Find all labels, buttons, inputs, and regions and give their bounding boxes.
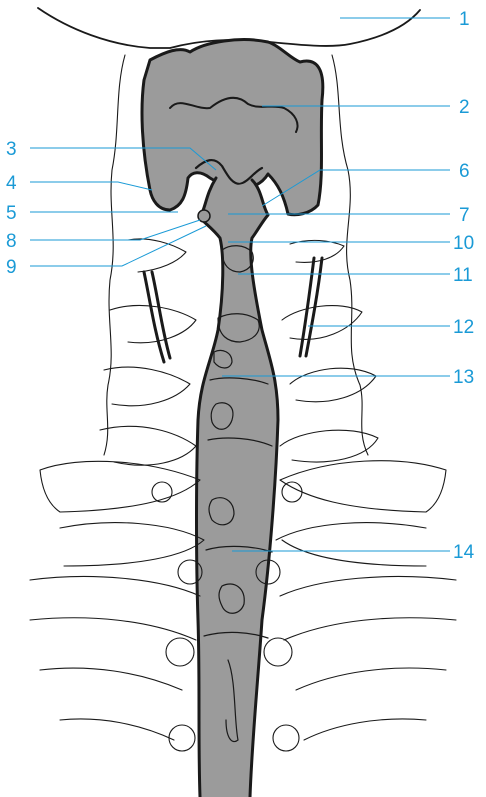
leader-line-4 [30,182,152,190]
callout-7: 7 [459,205,470,226]
callout-4: 4 [6,173,17,194]
left-rib [40,668,182,690]
callout-14: 14 [453,542,475,563]
lateral-mass-outline [100,426,196,465]
foramen-circle [166,638,194,666]
lateral-mass-outline [104,367,190,406]
callout-3: 3 [6,139,17,160]
callout-2: 2 [459,97,470,118]
neck-outline-left [104,55,125,455]
lateral-mass-outline [282,306,362,340]
right-rib [284,618,456,640]
right-rib [280,577,456,596]
right-rib [276,523,426,566]
callout-1: 1 [459,9,470,30]
foramen-circle [169,725,195,751]
left-rib [60,523,204,566]
callout-11: 11 [453,265,473,286]
leader-line-8 [30,220,200,240]
left-vertebral-artery [144,272,170,362]
spinal-column-shaded [197,178,279,797]
callout-13: 13 [453,367,474,388]
left-rib [30,618,196,640]
callout-10: 10 [453,233,474,254]
foramen-circle [282,482,302,502]
callout-5: 5 [6,203,17,224]
right-first-rib [280,461,446,512]
lateral-mass-outline [128,239,186,272]
left-first-rib [40,461,200,512]
lateral-mass-outline [290,240,344,262]
left-rib [30,577,200,596]
callout-12: 12 [453,317,474,338]
foramen-circle [273,725,299,751]
foramen-circle [264,638,292,666]
right-rib [304,719,426,740]
leader-line-9 [30,226,206,266]
lateral-mass-outline [280,430,378,462]
left-rib [60,719,174,740]
lateral-mass-outline [290,368,376,402]
callout-8: 8 [6,231,17,252]
callout-6: 6 [459,161,470,182]
callout-9: 9 [6,257,17,278]
right-rib [296,668,446,690]
